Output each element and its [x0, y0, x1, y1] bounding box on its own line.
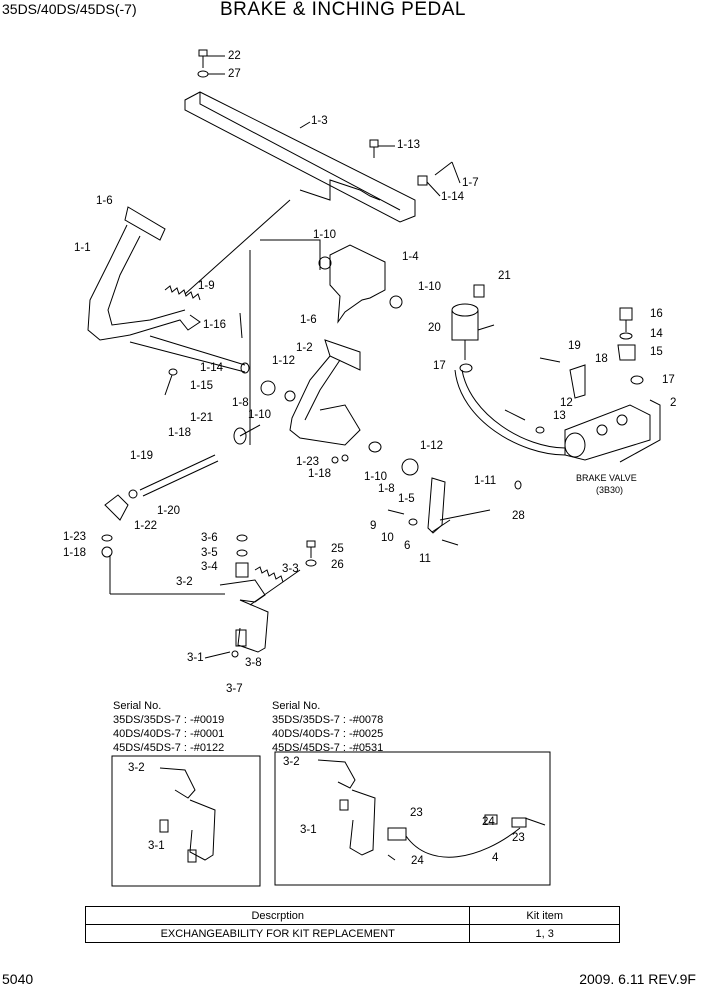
- callout-25: 25: [331, 543, 344, 555]
- callout-3-2: 3-2: [283, 756, 300, 768]
- callout-1-4: 1-4: [402, 251, 419, 263]
- callout-20: 20: [428, 322, 441, 334]
- serial-right-heading: Serial No.: [272, 700, 321, 712]
- callout-3-8: 3-8: [245, 657, 262, 669]
- serial-right-line: 35DS/35DS-7 : -#0078: [272, 714, 384, 726]
- table-cell-kit-item: 1, 3: [469, 924, 620, 943]
- callout-17: 17: [433, 360, 446, 372]
- callout-16: 16: [650, 308, 663, 320]
- table-row: EXCHANGEABILITY FOR KIT REPLACEMENT 1, 3: [84, 924, 620, 943]
- callout-1-12: 1-12: [272, 355, 296, 367]
- callout-1-10: 1-10: [418, 281, 442, 293]
- callout-1-10: 1-10: [248, 409, 272, 421]
- callout-27: 27: [228, 68, 241, 80]
- callout-23: 23: [410, 807, 423, 819]
- callout-19: 19: [568, 340, 581, 352]
- serial-left-line: 40DS/40DS-7 : -#0001: [113, 728, 225, 740]
- callout-3-7: 3-7: [226, 683, 243, 695]
- callout-6: 6: [404, 540, 411, 552]
- callout-1-14: 1-14: [200, 362, 224, 374]
- callout-3-1: 3-1: [300, 824, 317, 836]
- table-header-kit-item: Kit item: [469, 906, 620, 925]
- callout-1-15: 1-15: [190, 380, 214, 392]
- serial-right-line: 45DS/45DS-7 : -#0531: [272, 742, 384, 754]
- callout-1-10: 1-10: [313, 229, 337, 241]
- callout-1-13: 1-13: [397, 139, 421, 151]
- callout-3-2: 3-2: [176, 576, 193, 588]
- callout-3-3: 3-3: [282, 563, 299, 575]
- callout-1-3: 1-3: [311, 115, 328, 127]
- serial-left-line: 35DS/35DS-7 : -#0019: [113, 714, 225, 726]
- brake-valve-label: BRAKE VALVE: [576, 473, 637, 483]
- callout-26: 26: [331, 559, 344, 571]
- callout-23: 23: [512, 832, 525, 844]
- serial-left-line: 45DS/45DS-7 : -#0122: [113, 742, 225, 754]
- callout-1-6: 1-6: [96, 195, 113, 207]
- callout-9: 9: [370, 520, 377, 532]
- callout-21: 21: [498, 270, 511, 282]
- callout-1-6: 1-6: [300, 314, 317, 326]
- callout-13: 13: [553, 410, 566, 422]
- page-title: BRAKE & INCHING PEDAL: [220, 0, 466, 20]
- callout-1-20: 1-20: [157, 505, 181, 517]
- callout-1-22: 1-22: [134, 520, 158, 532]
- kit-table: Descrption Kit item EXCHANGEABILITY FOR …: [84, 906, 620, 943]
- brake-valve-ref: (3B30): [596, 485, 624, 495]
- callout-1-14: 1-14: [441, 191, 465, 203]
- callout-3-1: 3-1: [187, 652, 204, 664]
- callout-4: 4: [492, 852, 499, 864]
- callout-1-18: 1-18: [168, 427, 192, 439]
- model-header: 35DS/40DS/45DS(-7): [2, 1, 137, 17]
- callout-1-8: 1-8: [232, 397, 249, 409]
- callout-1-7: 1-7: [462, 177, 479, 189]
- callout-18: 18: [595, 353, 608, 365]
- page-number: 5040: [2, 971, 34, 987]
- revision-date: 2009. 6.11 REV.9F: [579, 971, 696, 987]
- callout-24: 24: [482, 816, 495, 828]
- callout-1-18: 1-18: [308, 468, 332, 480]
- callout-1-2: 1-2: [296, 342, 313, 354]
- callout-15: 15: [650, 346, 663, 358]
- callout-1-23: 1-23: [63, 531, 87, 543]
- callout-2: 2: [670, 397, 677, 409]
- table-cell-description: EXCHANGEABILITY FOR KIT REPLACEMENT: [84, 924, 471, 943]
- callout-1-5: 1-5: [398, 493, 415, 505]
- callout-3-5: 3-5: [201, 547, 218, 559]
- serial-right-line: 40DS/40DS-7 : -#0025: [272, 728, 384, 740]
- callout-1-23: 1-23: [296, 456, 320, 468]
- table-header-description: Descrption: [84, 906, 471, 925]
- callout-3-1: 3-1: [148, 840, 165, 852]
- callout-1-12: 1-12: [420, 440, 444, 452]
- serial-left-heading: Serial No.: [113, 700, 162, 712]
- callout-10: 10: [381, 532, 394, 544]
- callout-1-1: 1-1: [74, 242, 91, 254]
- callout-22: 22: [228, 50, 241, 62]
- callout-1-18: 1-18: [63, 547, 87, 559]
- callout-12: 12: [560, 397, 573, 409]
- callout-1-9: 1-9: [198, 280, 215, 292]
- callout-3-2: 3-2: [128, 762, 145, 774]
- callout-1-16: 1-16: [203, 319, 227, 331]
- callout-11: 11: [419, 553, 431, 565]
- callout-1-10: 1-10: [364, 471, 388, 483]
- callout-1-11: 1-11: [474, 475, 497, 487]
- callout-1-19: 1-19: [130, 450, 154, 462]
- callout-3-6: 3-6: [201, 532, 218, 544]
- callout-1-8: 1-8: [378, 483, 395, 495]
- callout-3-4: 3-4: [201, 561, 218, 573]
- callout-24: 24: [411, 855, 424, 867]
- table-header-row: Descrption Kit item: [84, 906, 620, 925]
- callout-28: 28: [512, 510, 525, 522]
- callout-17: 17: [662, 374, 675, 386]
- callout-14: 14: [650, 328, 663, 340]
- callout-1-21: 1-21: [190, 412, 214, 424]
